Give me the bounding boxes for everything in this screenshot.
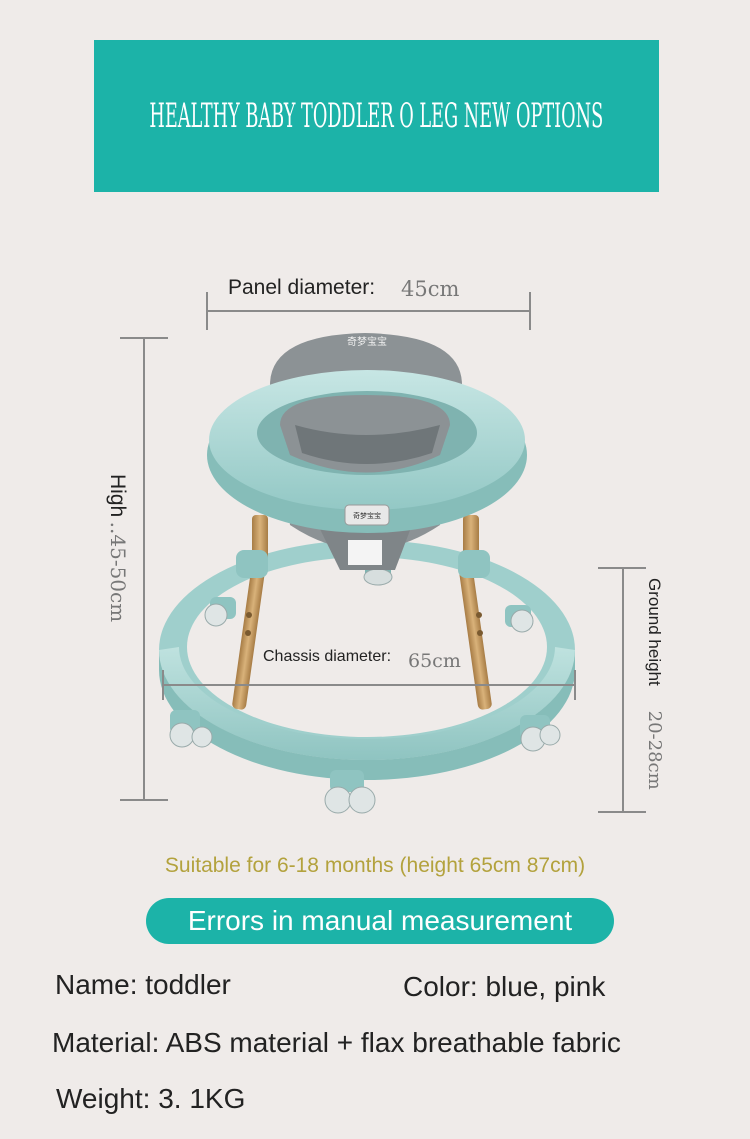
wheel-left-side bbox=[204, 597, 236, 627]
ground-dimension-tick-top bbox=[598, 567, 646, 569]
wheel-right-side bbox=[505, 605, 534, 633]
panel-dimension-line bbox=[206, 310, 531, 312]
seat-brand-text: 奇梦宝宝 bbox=[347, 335, 387, 348]
high-label-group: High ..45-50cm bbox=[105, 474, 130, 622]
spec-weight: Weight: 3. 1KG bbox=[56, 1083, 246, 1114]
base-ring-hole bbox=[187, 557, 547, 737]
high-dimension-tick-top bbox=[120, 337, 168, 339]
high-dimension-line bbox=[143, 337, 145, 800]
high-dimension-tick-bottom bbox=[120, 799, 168, 801]
panel-dimension-tick-right bbox=[529, 292, 531, 330]
header-banner: HEALTHY BABY TODDLER O LEG NEW OPTIONS bbox=[94, 40, 659, 192]
ground-dimension-line bbox=[622, 568, 624, 812]
spec-material: Material: ABS material + flax breathable… bbox=[52, 1027, 621, 1058]
base-ring-front bbox=[159, 647, 575, 780]
measurement-note-pill: Errors in manual measurement bbox=[146, 898, 614, 944]
high-value: ..45-50cm bbox=[106, 521, 130, 623]
spec-name: Name: toddler bbox=[55, 969, 231, 1000]
panel-diameter-value: 45cm bbox=[401, 277, 460, 301]
chassis-diameter-label: Chassis diameter: bbox=[263, 648, 392, 665]
chassis-dimension-tick-right bbox=[574, 670, 576, 700]
chassis-dimension-tick-left bbox=[162, 670, 164, 700]
suitable-age-text: Suitable for 6-18 months (height 65cm 87… bbox=[164, 854, 586, 877]
baby-walker-image: 奇梦宝宝 奇梦宝宝 bbox=[159, 333, 575, 814]
hinge-right bbox=[458, 550, 490, 578]
hinge-left bbox=[236, 550, 268, 578]
high-label: High bbox=[106, 474, 129, 518]
ground-value: 20-28cm bbox=[644, 710, 665, 790]
wheel-right-front bbox=[520, 715, 561, 752]
spec-color: Color: blue, pink bbox=[403, 971, 606, 1002]
ground-label-group: Ground height 20-28cm bbox=[644, 578, 665, 790]
wheel-left-front bbox=[169, 710, 213, 748]
ground-dimension-tick-bottom bbox=[598, 811, 646, 813]
panel-dimension-tick-left bbox=[206, 292, 208, 330]
front-badge-text: 奇梦宝宝 bbox=[353, 511, 381, 520]
chassis-diameter-value: 65cm bbox=[408, 650, 461, 672]
chassis-dimension-line bbox=[162, 684, 575, 686]
walker-legs bbox=[232, 515, 492, 710]
wheel-center-front bbox=[324, 770, 376, 814]
panel-diameter-label: Panel diameter: bbox=[228, 276, 376, 299]
ground-label: Ground height bbox=[645, 578, 664, 686]
tray-panel bbox=[207, 370, 527, 533]
banner-title: HEALTHY BABY TODDLER O LEG NEW OPTIONS bbox=[149, 96, 604, 136]
front-badge bbox=[344, 504, 390, 526]
